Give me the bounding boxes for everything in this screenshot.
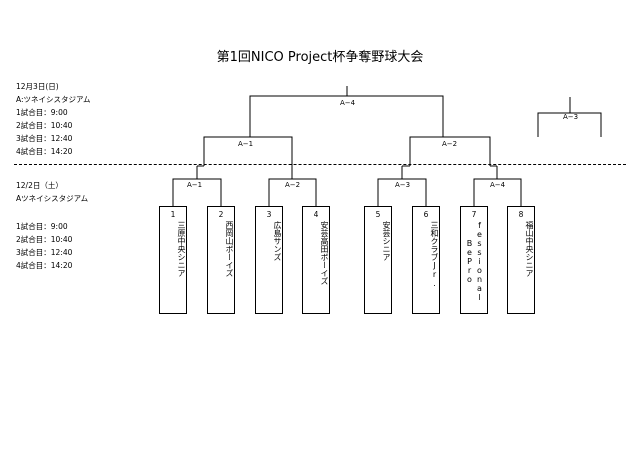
schedule-game: 3試合目：12:40 — [16, 248, 73, 257]
schedule-venue: A:ツネイシスタジアム — [16, 95, 91, 104]
schedule-game: 3試合目：12:40 — [16, 134, 73, 143]
team-number: 4 — [313, 210, 319, 219]
match-label: A−2 — [285, 181, 301, 189]
team-box: 5 安芸シニア — [364, 206, 392, 314]
team-box: 6 三和クラブJr. — [412, 206, 440, 314]
team-number: 1 — [170, 210, 176, 219]
match-label: A−2 — [442, 140, 458, 148]
team-name: BePro fessional — [461, 221, 487, 302]
team-box: 8 福山中央シニア — [507, 206, 535, 314]
team-number: 5 — [375, 210, 381, 219]
team-name: 西岡山ボーイズ — [225, 221, 234, 277]
schedule-day1-games: 1試合目：9:00 2試合目：10:40 3試合目：12:40 4試合目：14:… — [16, 220, 72, 272]
team-number: 8 — [518, 210, 524, 219]
team-box: 2 西岡山ボーイズ — [207, 206, 235, 314]
page-title: 第1回NICO Project杯争奪野球大会 — [216, 50, 424, 65]
team-number: 6 — [423, 210, 429, 219]
team-name: 安芸シニア — [382, 221, 391, 261]
schedule-day1: 12/2日（土） Aツネイシスタジアム — [16, 179, 88, 205]
schedule-date: 12/2日（土） — [16, 181, 63, 190]
team-name: 広島サンズ — [273, 221, 282, 261]
match-label: A−1 — [238, 140, 254, 148]
team-name: 福山中央シニア — [525, 221, 534, 277]
team-number: 3 — [266, 210, 272, 219]
team-box: 1 三原中央シニア — [159, 206, 187, 314]
team-box: 3 広島サンズ — [255, 206, 283, 314]
schedule-game: 1試合目：9:00 — [16, 108, 68, 117]
team-number: 2 — [218, 210, 224, 219]
schedule-date: 12月3日(日) — [16, 82, 59, 91]
schedule-game: 1試合目：9:00 — [16, 222, 68, 231]
schedule-game: 4試合目：14:20 — [16, 261, 73, 270]
team-name-part: BePro — [465, 239, 474, 284]
match-label: A−4 — [340, 99, 356, 107]
match-label: A−3 — [563, 113, 579, 121]
schedule-day2: 12月3日(日) A:ツネイシスタジアム 1試合目：9:00 2試合目：10:4… — [16, 80, 91, 158]
team-name: 安芸高田ボーイズ — [320, 221, 329, 285]
team-number: 7 — [471, 210, 477, 219]
team-box: 4 安芸高田ボーイズ — [302, 206, 330, 314]
schedule-game: 4試合目：14:20 — [16, 147, 73, 156]
team-name: 三原中央シニア — [177, 221, 186, 277]
match-label: A−3 — [395, 181, 411, 189]
schedule-game: 2試合目：10:40 — [16, 235, 73, 244]
bracket-line — [203, 136, 293, 166]
match-label: A−1 — [187, 181, 203, 189]
bracket-line — [409, 136, 491, 166]
match-label: A−4 — [490, 181, 506, 189]
team-box: 7 BePro fessional — [460, 206, 488, 314]
team-name: 三和クラブJr. — [430, 221, 439, 288]
team-name-part: fessional — [475, 221, 484, 302]
schedule-venue: Aツネイシスタジアム — [16, 194, 89, 203]
schedule-game: 2試合目：10:40 — [16, 121, 73, 130]
day-separator — [14, 164, 626, 165]
